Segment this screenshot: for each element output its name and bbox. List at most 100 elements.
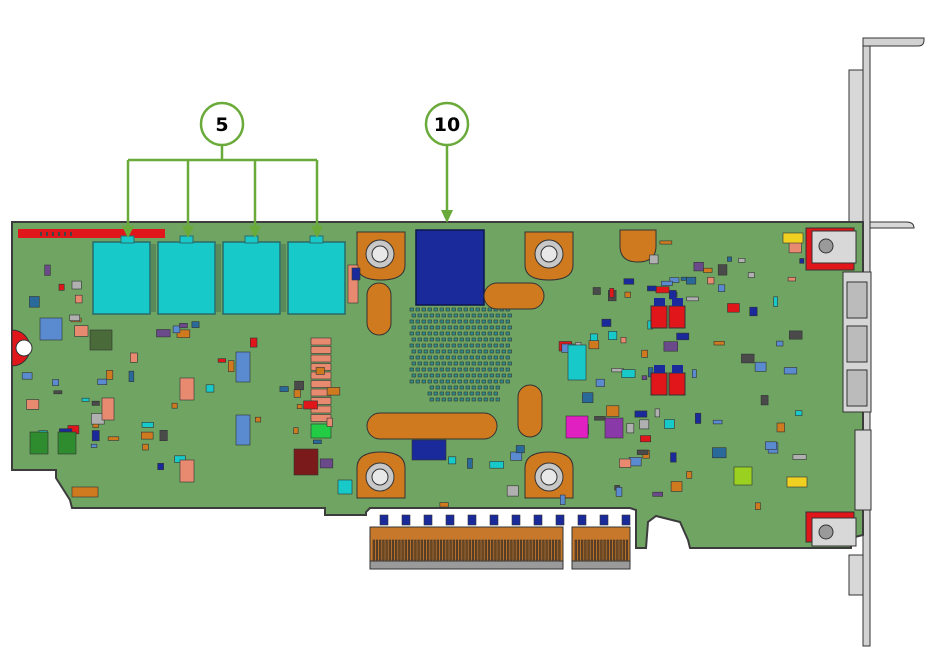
gold-finger [600, 539, 603, 561]
bga-pad [475, 343, 480, 348]
smd-component [663, 341, 679, 352]
smd-component [669, 277, 680, 283]
bga-pad [463, 367, 468, 372]
bga-pad [427, 391, 432, 396]
smd-component [641, 349, 648, 358]
bga-pad [411, 361, 416, 366]
smd-component [661, 280, 673, 286]
bga-pad [439, 391, 444, 396]
edge-via [467, 514, 477, 526]
gold-finger [465, 539, 468, 561]
bga-pad [417, 313, 422, 318]
gold-finger [427, 539, 430, 561]
gold-finger [433, 539, 436, 561]
gold-finger [535, 539, 539, 561]
bga-pad [421, 343, 426, 348]
bga-pad [445, 319, 450, 324]
smd-component [608, 330, 618, 340]
bga-pad [477, 337, 482, 342]
bga-pad [471, 313, 476, 318]
bga-pad [411, 349, 416, 354]
smd-component [171, 402, 178, 409]
bga-pad [475, 367, 480, 372]
smd-component [686, 296, 699, 302]
bga-pad [499, 367, 504, 372]
bga-pad [441, 361, 446, 366]
bga-pad [501, 337, 506, 342]
smd-component [795, 410, 803, 416]
bga-pad [487, 391, 492, 396]
bga-pad [489, 397, 494, 402]
bga-pad [435, 349, 440, 354]
memory-chip [92, 241, 151, 315]
bga-pad [441, 397, 446, 402]
bga-pad [427, 331, 432, 336]
bga-pad [447, 349, 452, 354]
bga-pad [483, 373, 488, 378]
gold-finger [532, 539, 535, 561]
bga-pad [465, 325, 470, 330]
gold-finger [471, 539, 475, 561]
bga-pad [465, 361, 470, 366]
bga-pad [433, 379, 438, 384]
bga-pad [465, 313, 470, 318]
bga-pad [409, 367, 414, 372]
bga-pad [457, 367, 462, 372]
gold-finger [411, 539, 414, 561]
smd-component [624, 291, 631, 298]
bga-pad [421, 367, 426, 372]
bga-pad [417, 337, 422, 342]
bga-pad [471, 397, 476, 402]
smd-component [652, 491, 664, 497]
gold-finger [430, 539, 433, 561]
bga-pad [507, 349, 512, 354]
gold-finger [574, 539, 577, 561]
smd-component [319, 458, 334, 469]
bga-pad [465, 349, 470, 354]
gold-finger [625, 539, 629, 561]
bga-pad [435, 385, 440, 390]
smd-component [97, 378, 108, 386]
bga-pad [417, 325, 422, 330]
resistor [347, 264, 359, 304]
bga-pad [487, 307, 492, 312]
gold-finger [478, 539, 481, 561]
resistor [71, 486, 99, 498]
smd-component [205, 384, 215, 393]
bga-pad [501, 373, 506, 378]
resistor [310, 354, 332, 363]
ic-chip [565, 415, 589, 439]
smd-component [592, 287, 601, 295]
bga-pad [441, 373, 446, 378]
smd-component [765, 441, 777, 450]
bga-pad [447, 373, 452, 378]
bga-pad [451, 331, 456, 336]
gold-finger [523, 539, 526, 561]
led [786, 476, 808, 488]
bga-pad [417, 361, 422, 366]
smd-component [623, 278, 635, 285]
gold-finger [622, 539, 625, 561]
bga-pad [465, 337, 470, 342]
bga-pad [433, 331, 438, 336]
smd-component [157, 462, 164, 470]
gold-finger [446, 539, 449, 561]
bga-pad [475, 331, 480, 336]
bga-pad [471, 385, 476, 390]
smd-component [639, 419, 650, 430]
smd-component [489, 461, 504, 469]
bga-pad [429, 361, 434, 366]
bga-pad [505, 319, 510, 324]
smd-component [172, 325, 181, 334]
smd-component [595, 378, 605, 387]
smd-component [228, 360, 235, 372]
bga-pad [477, 325, 482, 330]
bga-pad [469, 307, 474, 312]
smd-component [649, 254, 659, 265]
bga-pad [459, 313, 464, 318]
bga-pad [423, 313, 428, 318]
gold-finger [584, 539, 587, 561]
gold-finger [382, 539, 385, 561]
smd-component [717, 284, 726, 292]
resistor-array [235, 414, 251, 446]
